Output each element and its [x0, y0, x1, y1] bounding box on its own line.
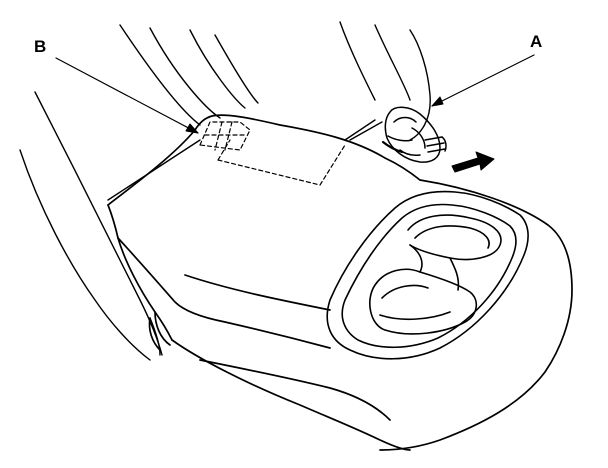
callout-label-b: B	[34, 37, 46, 56]
leader-arrowhead-a	[431, 96, 444, 107]
callout-label-a: A	[530, 32, 542, 51]
seat-side-panel	[19, 91, 201, 361]
leader-arrowhead-b	[185, 123, 199, 134]
seat-background	[119, 21, 431, 141]
callout-leaders	[55, 54, 535, 134]
cup-holder	[326, 190, 529, 360]
part-a-cap	[381, 106, 447, 163]
console-body	[107, 114, 573, 451]
removal-direction-arrow	[451, 151, 495, 173]
leader-line-a	[431, 54, 535, 107]
hidden-clip-b	[199, 121, 346, 186]
leader-line-b	[55, 57, 199, 134]
